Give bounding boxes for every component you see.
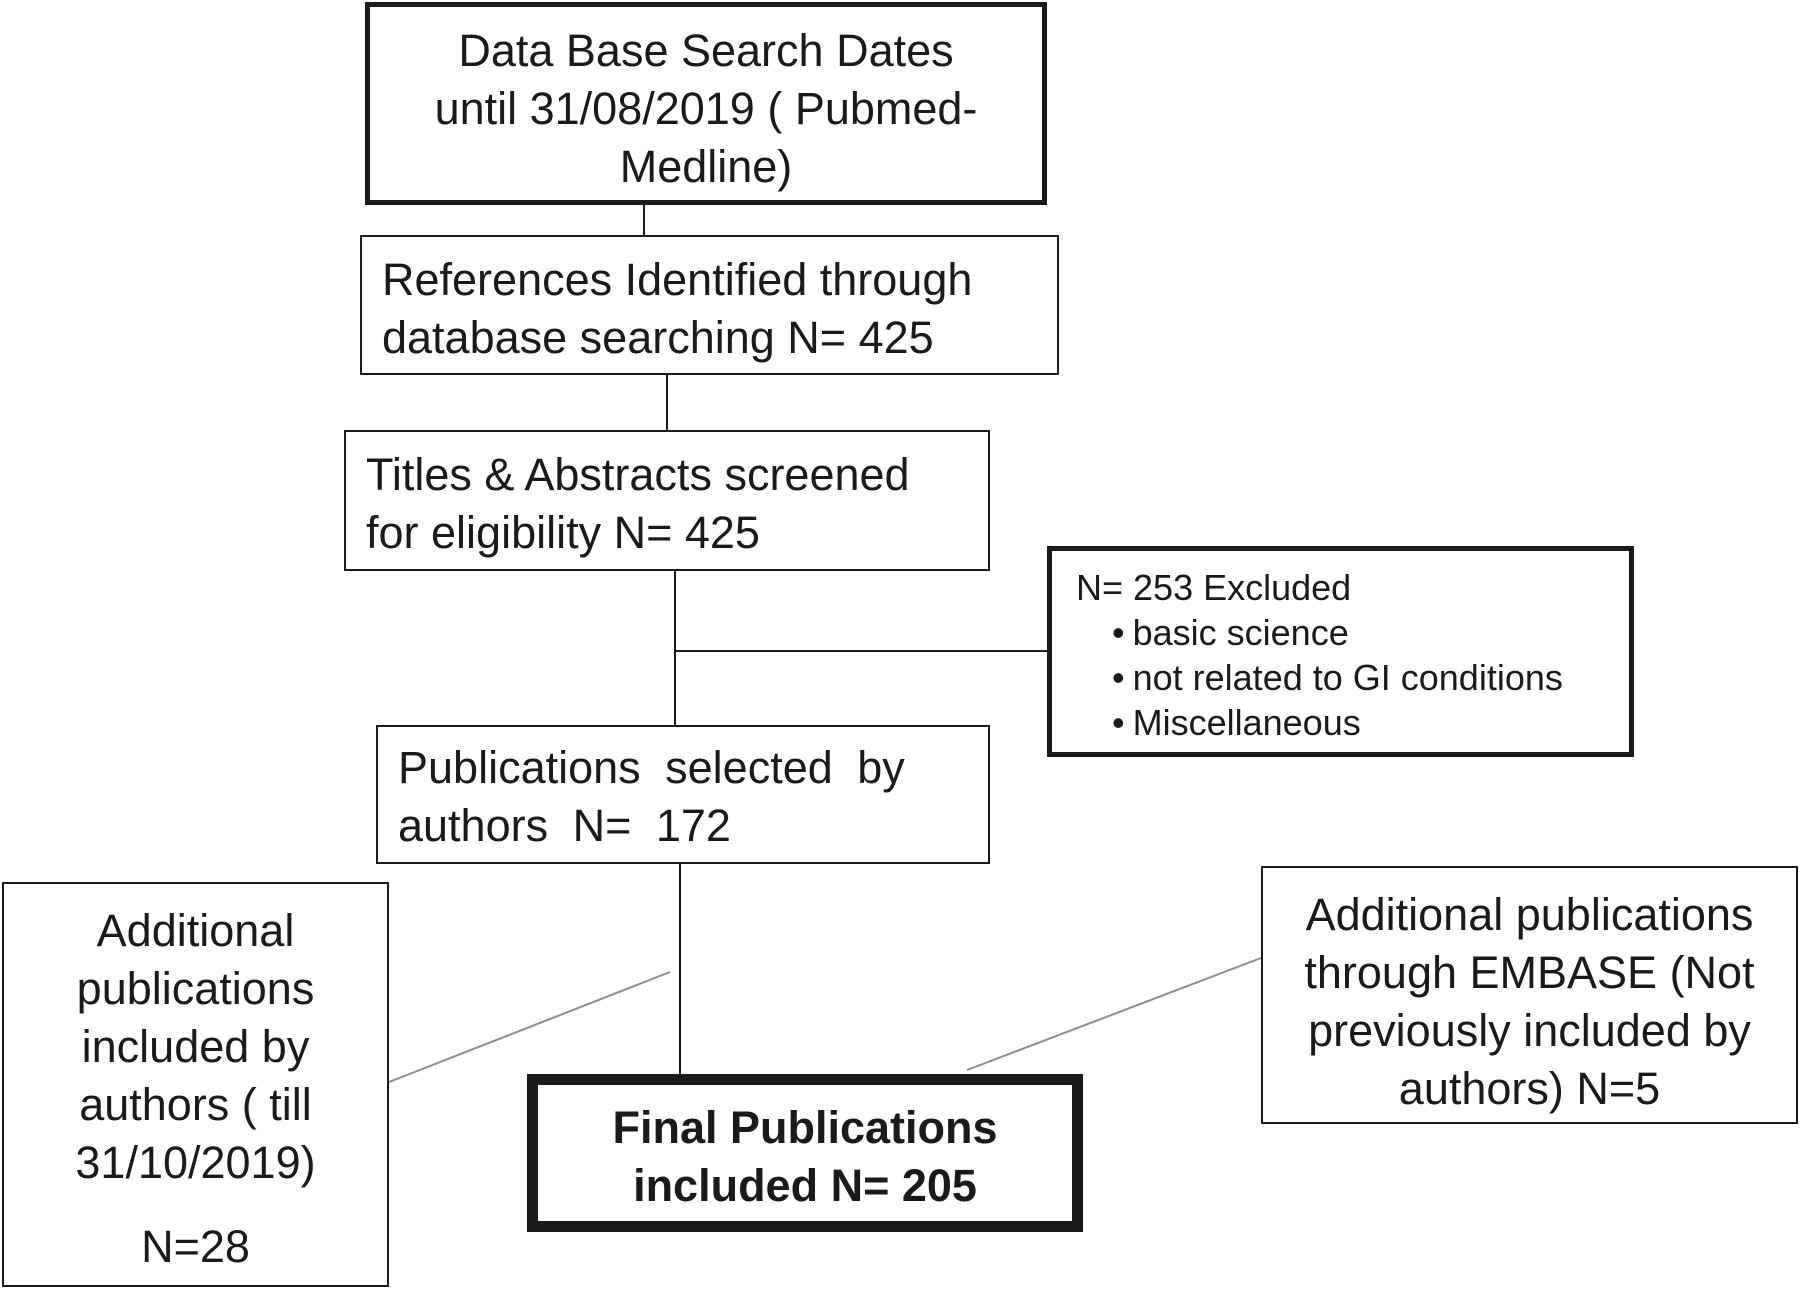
- search-dates-line: Medline): [619, 141, 793, 192]
- excluded-box: N= 253 Excluded basic science not relate…: [1047, 546, 1634, 757]
- additional-left-line: 31/10/2019): [75, 1137, 316, 1188]
- final-line: included N= 205: [633, 1160, 977, 1211]
- references-line: References Identified through: [382, 254, 973, 305]
- additional-left-line: publications: [76, 963, 315, 1014]
- search-dates-line: Data Base Search Dates: [458, 25, 954, 76]
- additional-right-line: through EMBASE (Not: [1304, 947, 1755, 998]
- additional-right-line: authors) N=5: [1398, 1063, 1661, 1114]
- additional-left-count: N=28: [141, 1221, 250, 1272]
- screened-line: Titles & Abstracts screened: [366, 449, 910, 500]
- selected-by-authors-box: Publications selected by authors N= 172: [376, 725, 990, 864]
- additional-authors-box: Additional publications included by auth…: [2, 882, 389, 1287]
- selected-line: Publications selected by: [398, 742, 905, 793]
- screened-box: Titles & Abstracts screened for eligibil…: [344, 430, 990, 571]
- excluded-heading: N= 253 Excluded: [1076, 567, 1352, 608]
- references-line: database searching N= 425: [382, 312, 934, 363]
- excluded-reason-item: basic science: [1112, 610, 1629, 655]
- references-identified-box: References Identified through database s…: [360, 235, 1059, 375]
- excluded-reason-item: Miscellaneous: [1112, 700, 1629, 745]
- connector-additional-right-to-final: [966, 957, 1262, 1071]
- excluded-reason-item: not related to GI conditions: [1112, 655, 1629, 700]
- final-publications-box: Final Publications included N= 205: [527, 1074, 1083, 1232]
- additional-left-line: included by: [81, 1021, 310, 1072]
- additional-right-line: Additional publications: [1305, 889, 1754, 940]
- final-line: Final Publications: [612, 1102, 998, 1153]
- selected-line: authors N= 172: [398, 800, 731, 851]
- additional-right-line: previously included by: [1308, 1005, 1751, 1056]
- connector-additional-left-to-final: [388, 971, 671, 1083]
- additional-left-line: Additional: [96, 905, 295, 956]
- search-dates-line: until 31/08/2019 ( Pubmed-: [434, 83, 978, 134]
- screened-line: for eligibility N= 425: [366, 507, 760, 558]
- search-dates-box: Data Base Search Dates until 31/08/2019 …: [365, 2, 1047, 205]
- additional-embase-box: Additional publications through EMBASE (…: [1261, 866, 1798, 1124]
- excluded-reasons-list: basic science not related to GI conditio…: [1076, 610, 1629, 745]
- additional-left-line: authors ( till: [79, 1079, 312, 1130]
